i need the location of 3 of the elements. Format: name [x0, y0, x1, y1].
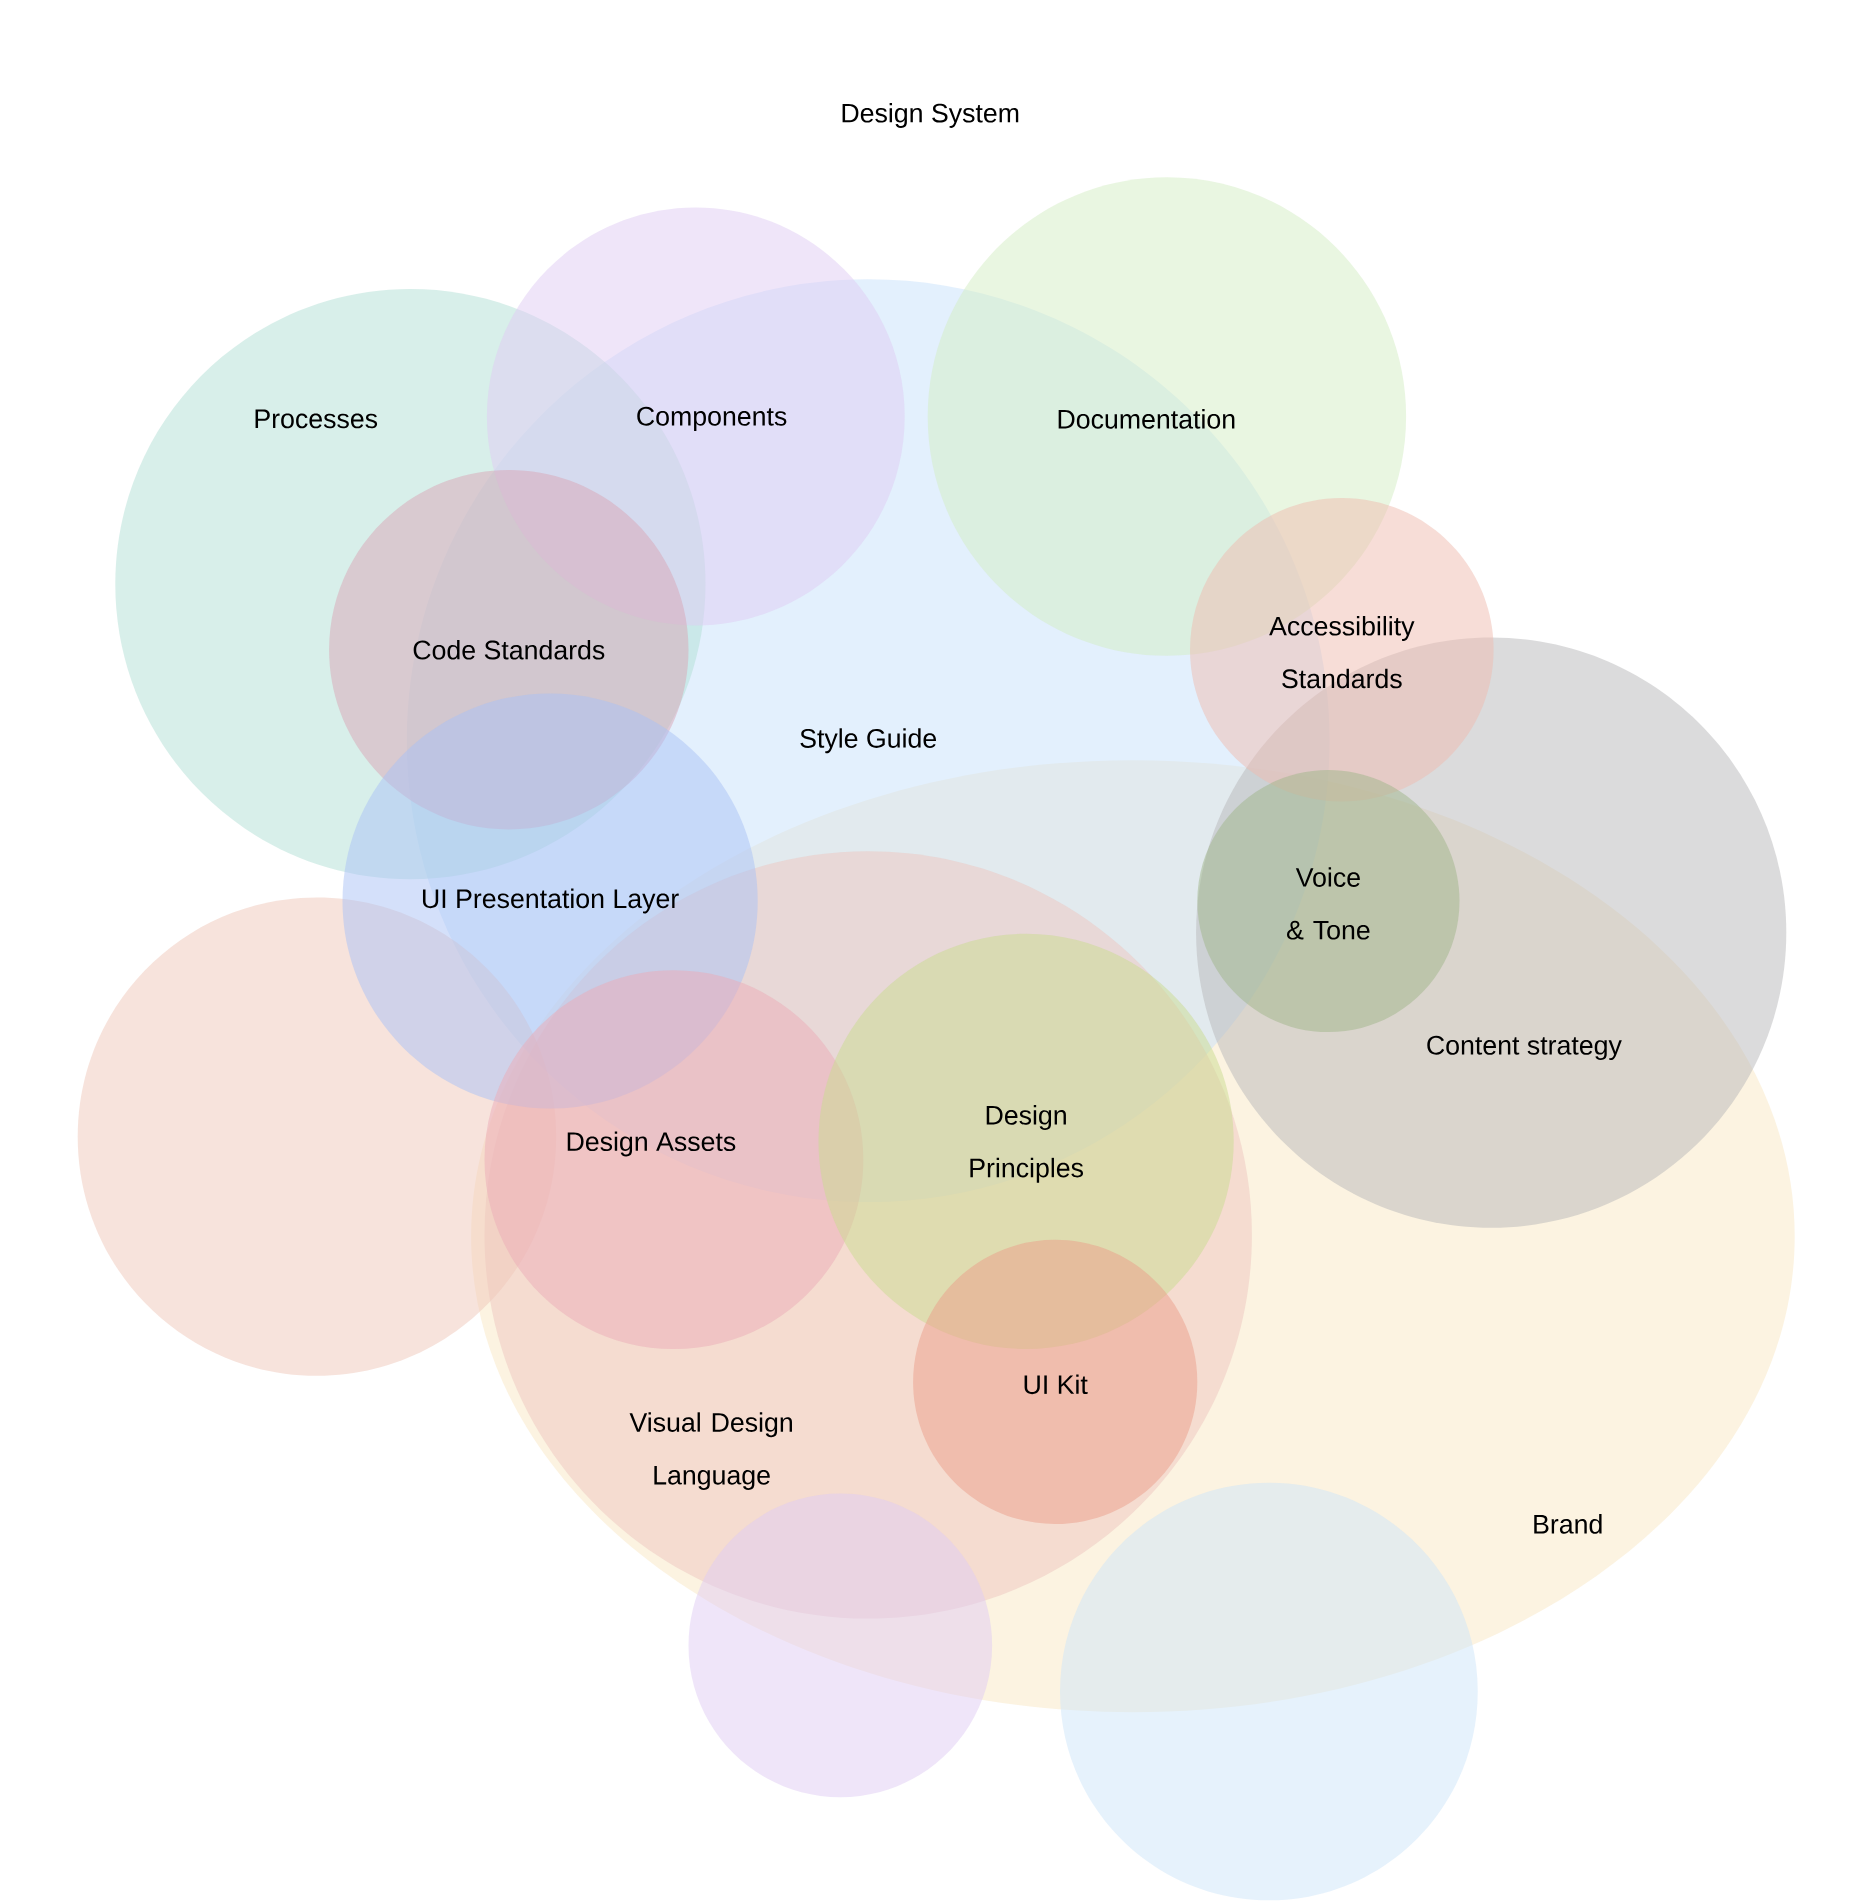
title: Design System: [842, 103, 1019, 128]
venn-circle: [688, 1493, 993, 1798]
venn-circle: [1060, 1482, 1478, 1901]
